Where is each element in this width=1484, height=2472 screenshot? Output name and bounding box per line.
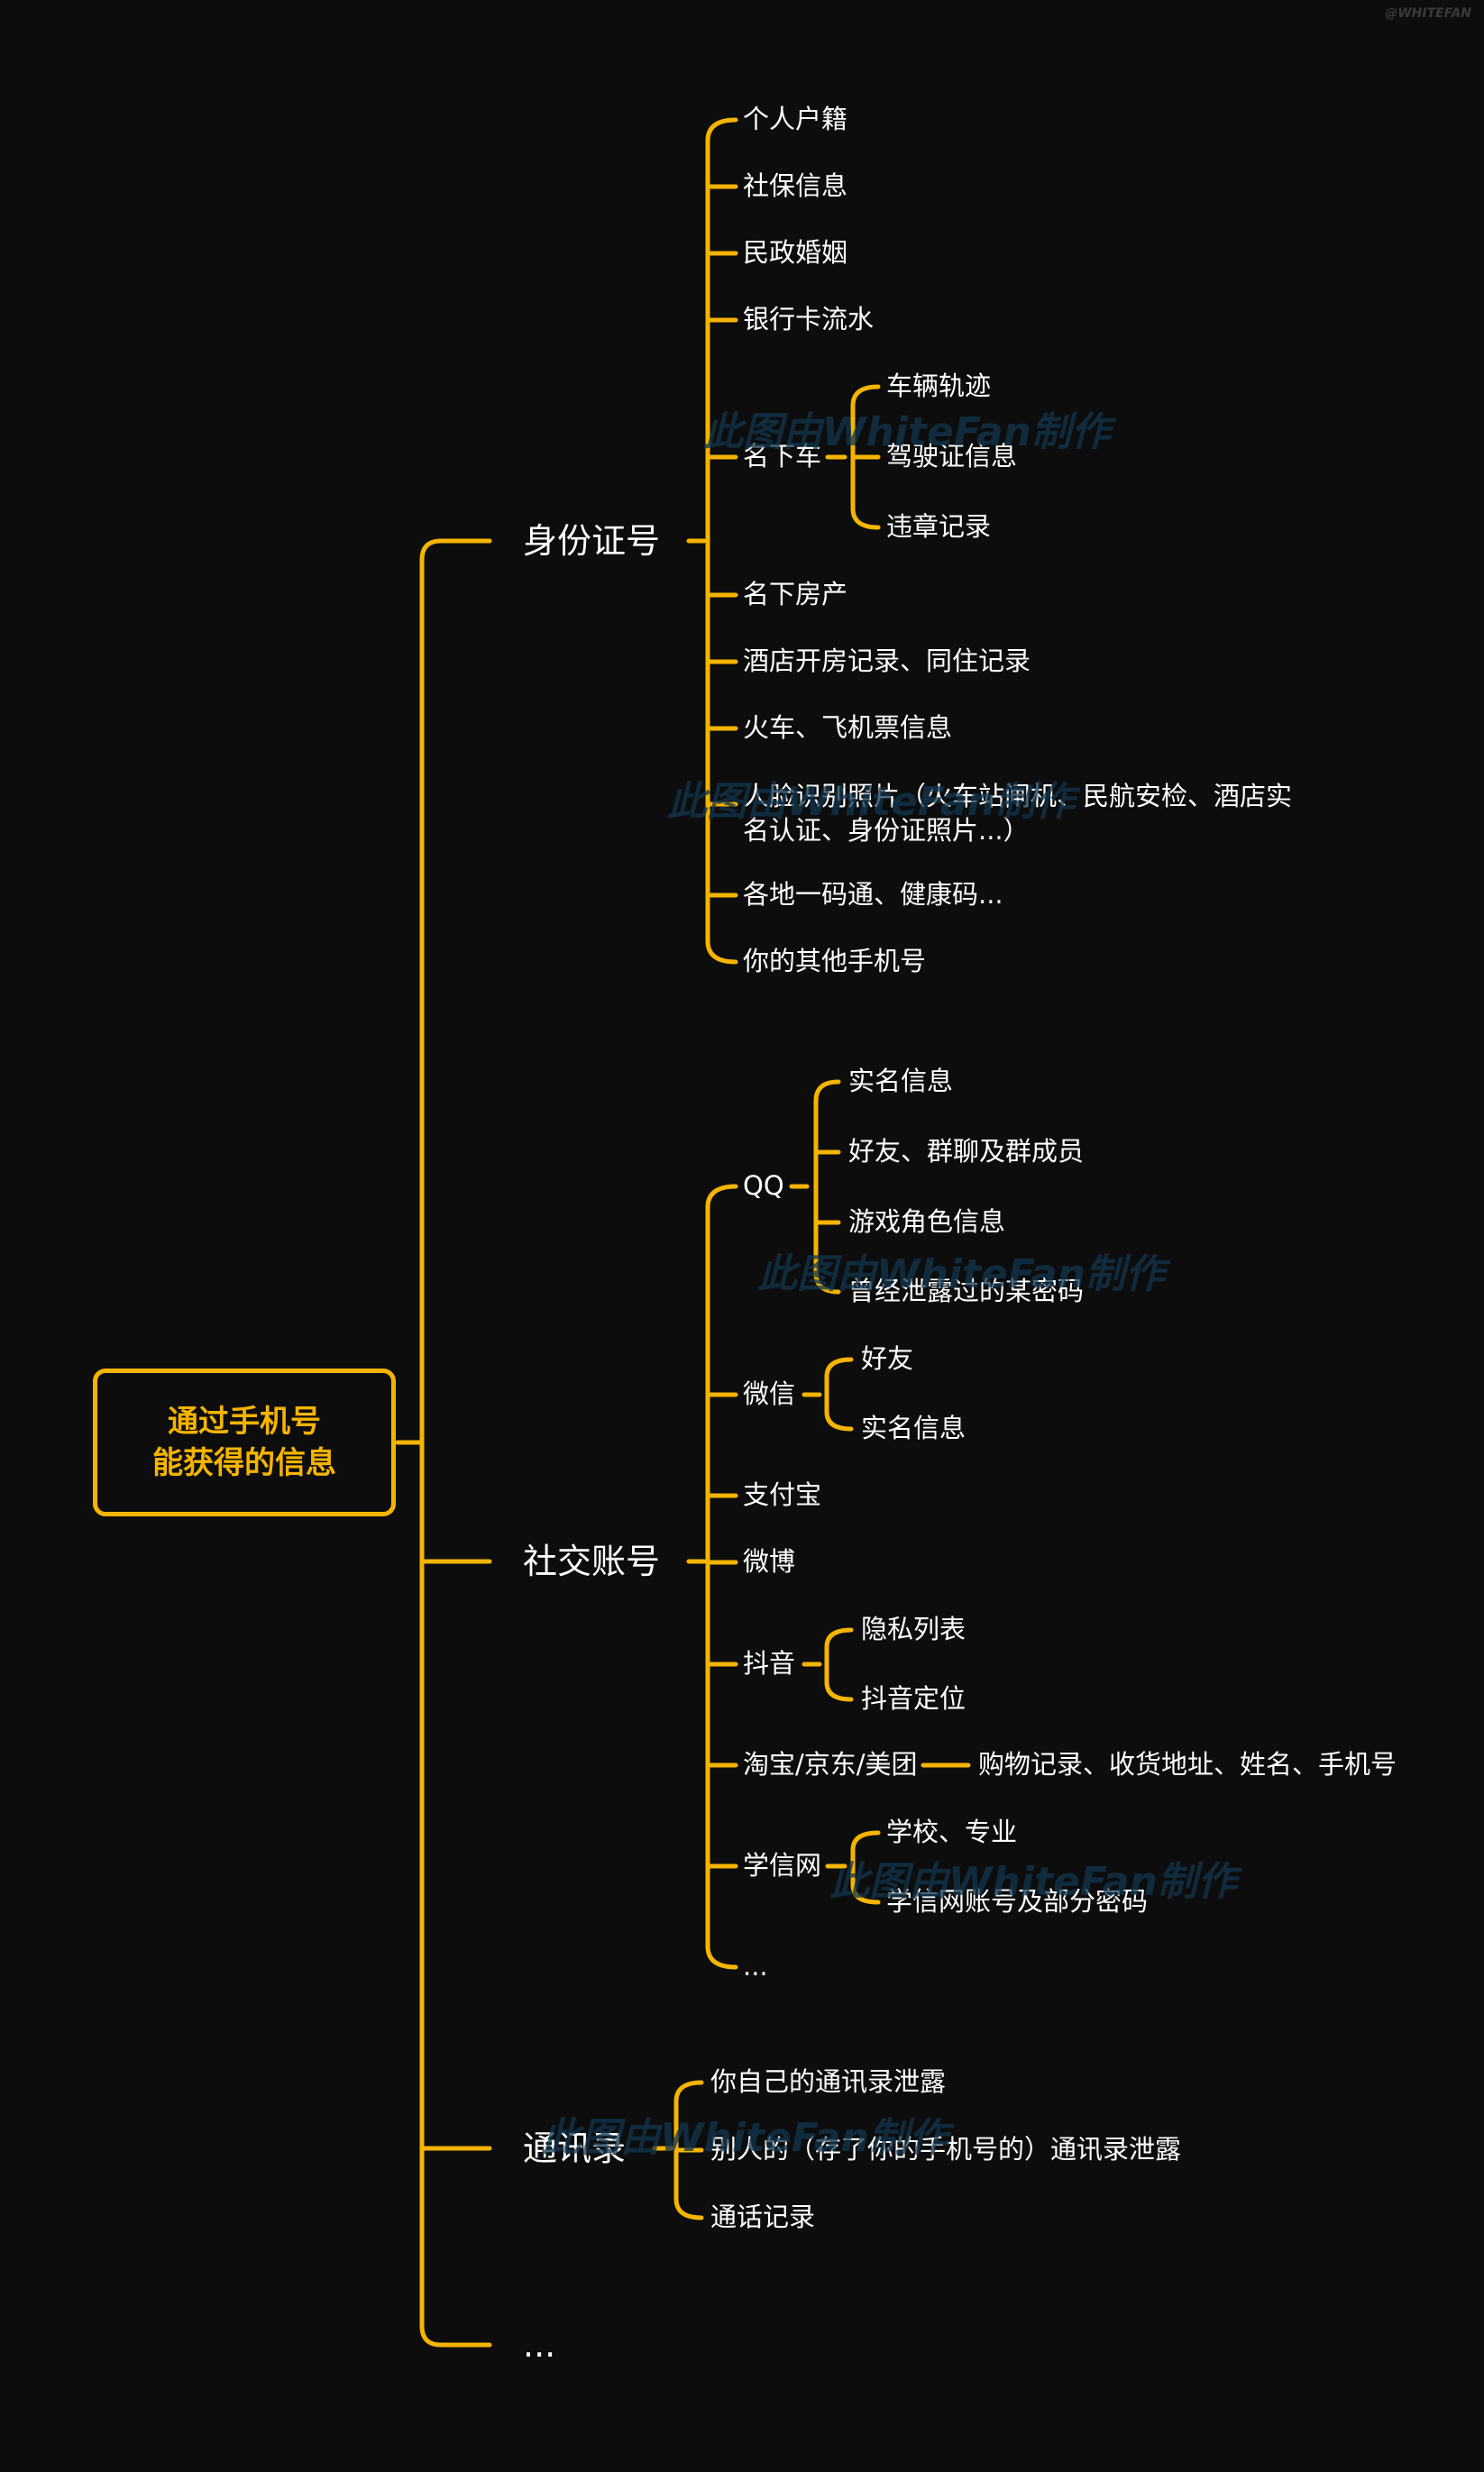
item-qq-friends: 好友、群聊及群成员 [848,1136,1085,1167]
item-weibo: 微博 [743,1546,796,1577]
bracket-contacts [673,2080,704,2220]
root-line-2: 能获得的信息 [152,1445,336,1481]
item-douyin: 抖音 [743,1648,796,1679]
watermark-4: 此图由WhiteFan制作 [829,1859,1237,1905]
watermark-5: 此图由WhiteFan制作 [541,2115,948,2161]
item-qq-password: 曾经泄露过的某密码 [848,1276,1085,1306]
item-xuexin-account: 学信网账号及部分密码 [886,1886,1149,1917]
root-line-1: 通过手机号 [168,1404,321,1440]
item-face-photos: 人脸识别照片（火车站闸机、民航安检、酒店实名认证、身份证照片...） [743,781,1293,846]
credit-label: @WHITEFAN [1385,6,1471,21]
item-cars: 名下车 [743,441,822,472]
item-own-contacts: 你自己的通讯录泄露 [710,2066,947,2097]
item-qq: QQ [743,1170,784,1201]
bracket-qq [813,1079,841,1295]
item-hotel: 酒店开房记录、同住记录 [743,645,1031,676]
watermark-3: 此图由WhiteFan制作 [757,1251,1165,1297]
bracket-cars [850,384,881,530]
item-driver-license: 驾驶证信息 [886,441,1018,472]
item-bank-statements: 银行卡流水 [743,304,875,334]
branch-social: 社交账号 [523,1542,661,1581]
item-tickets: 火车、飞机票信息 [743,712,953,743]
item-social-security: 社保信息 [743,170,848,201]
item-violations: 违章记录 [886,511,992,542]
item-others-contacts: 别人的（存了你的手机号的）通讯录泄露 [710,2134,1182,2165]
item-health-code: 各地一码通、健康码... [743,879,1003,910]
item-shopping: 淘宝/京东/美团 [743,1749,918,1780]
item-social-more: ... [743,1951,768,1982]
bracket-id-card [705,117,738,965]
bracket-xuexin [850,1830,881,1905]
item-car-track: 车辆轨迹 [886,371,992,401]
item-xuexin-school: 学校、专业 [886,1817,1018,1847]
item-douyin-location: 抖音定位 [861,1683,966,1714]
bracket-douyin [824,1627,854,1702]
item-property: 名下房产 [743,579,848,609]
item-call-records: 通话记录 [710,2202,816,2232]
item-civil-marriage: 民政婚姻 [743,237,848,268]
item-qq-game: 游戏角色信息 [848,1206,1006,1237]
item-qq-realname: 实名信息 [848,1066,954,1096]
branch-more: ... [523,2325,556,2365]
item-other-phones: 你的其他手机号 [743,946,927,976]
bracket-social [705,1184,738,1970]
bracket-level1 [419,538,492,2348]
branch-id-card: 身份证号 [523,521,661,561]
item-household: 个人户籍 [743,104,848,134]
item-wechat: 微信 [743,1378,796,1409]
item-douyin-privacy: 隐私列表 [861,1614,966,1644]
item-xuexin: 学信网 [743,1850,822,1881]
bracket-wechat [824,1357,854,1432]
item-alipay: 支付宝 [743,1479,822,1510]
watermark-1: 此图由WhiteFan制作 [703,409,1111,455]
item-shopping-records: 购物记录、收货地址、姓名、手机号 [978,1749,1397,1780]
branch-contacts: 通讯录 [523,2129,627,2168]
root-node: 通过手机号 能获得的信息 [93,1369,396,1516]
item-wechat-realname: 实名信息 [861,1413,966,1443]
watermark-2: 此图由WhiteFan制作 [667,779,1075,825]
item-wechat-friends: 好友 [861,1343,914,1374]
